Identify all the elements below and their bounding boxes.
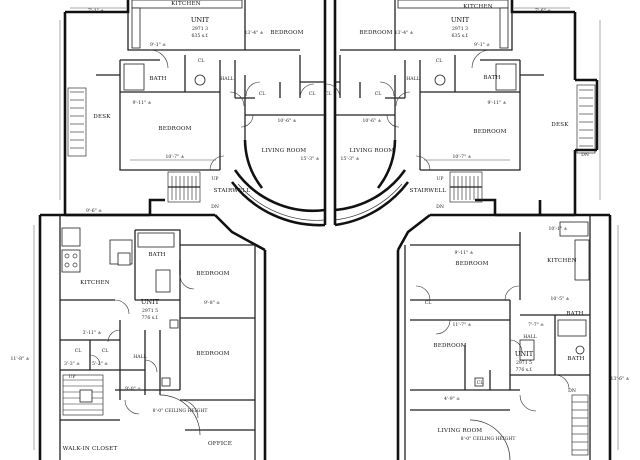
- closet-label: CL: [102, 348, 109, 354]
- room-label: LIVING ROOM: [438, 428, 483, 434]
- room-label: BEDROOM: [473, 129, 506, 135]
- room-label: STAIRWELL: [410, 188, 447, 194]
- closet-label: CL: [259, 91, 266, 97]
- unit-sqft: 635 s.f.: [191, 33, 209, 39]
- dimension: 10'-7" ±: [452, 154, 471, 160]
- closet-label: CL: [325, 91, 332, 97]
- dimension: 9'-11" ±: [132, 100, 151, 106]
- dimension: 10'-6" ±: [277, 118, 296, 124]
- dimension: 13'-4" ±: [244, 30, 263, 36]
- closet-label: CL: [477, 380, 484, 386]
- room-label: BATH: [567, 356, 584, 362]
- ceiling-note: 8'-0" CEILING HEIGHT: [461, 436, 517, 442]
- unit-number: 2971 5: [516, 360, 532, 366]
- dimension: 5'-2" ±: [92, 361, 108, 367]
- unit-top-right: [325, 0, 601, 217]
- room-label: LIVING ROOM: [262, 148, 307, 154]
- dimension: 9'-6" ±: [86, 208, 102, 214]
- stair-down-label: DN: [568, 388, 576, 394]
- room-label: BATH: [483, 75, 500, 81]
- room-label: BEDROOM: [455, 261, 488, 267]
- dimension: 10'-5" ±: [550, 296, 569, 302]
- dimension: 9'-11" ±: [454, 250, 473, 256]
- room-label: HALL: [406, 76, 419, 82]
- room-label: BEDROOM: [270, 30, 303, 36]
- stair-up-label: UP: [212, 176, 219, 182]
- unit-number: 2971 3: [192, 26, 208, 32]
- dimension: 10'-1" ±: [548, 226, 567, 232]
- room-label: HALL: [133, 354, 146, 360]
- dimension-labels: 7'-1" ± 7'-6" ± 9'-1" ± 9'-1" ± 9'-11" ±…: [10, 8, 629, 402]
- dimension: 9'-8" ±: [204, 300, 220, 306]
- room-label: BATH: [149, 76, 166, 82]
- dimension: 9'-0" ±: [125, 386, 141, 392]
- unit-name: UNIT: [451, 16, 470, 24]
- dimension: 9'-11" ±: [487, 100, 506, 106]
- dimension: 3'-3" ±: [64, 361, 80, 367]
- unit-name: UNIT: [191, 16, 210, 24]
- unit-sqft: 776 s.f.: [515, 367, 533, 373]
- room-label: KITCHEN: [547, 258, 577, 264]
- dimension: 4'-9" ±: [444, 396, 460, 402]
- room-label: BATH: [566, 311, 583, 317]
- stair-down-label: DN: [581, 152, 589, 158]
- room-label: BEDROOM: [359, 30, 392, 36]
- closet-label: CL: [375, 91, 382, 97]
- unit-top-left: [59, 0, 327, 217]
- closet-label: CL: [198, 58, 205, 64]
- dimension: 11'-7" ±: [452, 322, 471, 328]
- room-label: BEDROOM: [196, 351, 229, 357]
- central-rotunda: [230, 139, 410, 227]
- unit-bottom-right: [396, 200, 619, 460]
- dimension: 11'-8" ±: [10, 356, 29, 362]
- stair-down-label: DN: [211, 204, 219, 210]
- dimension: 10'-6" ±: [362, 118, 381, 124]
- stair-up-label: UP: [69, 374, 76, 380]
- dimension: 15'-3" ±: [340, 156, 359, 162]
- room-label: KITCHEN: [80, 280, 110, 286]
- stair-up-label: UP: [437, 176, 444, 182]
- dimension: 3'-11" ±: [82, 330, 101, 336]
- room-label: HALL: [220, 76, 233, 82]
- room-label: BEDROOM: [433, 343, 466, 349]
- unit-sqft: 635 s.f.: [451, 33, 469, 39]
- room-label: BEDROOM: [158, 126, 191, 132]
- room-label: BATH: [148, 252, 165, 258]
- dimension: 10'-7" ±: [165, 154, 184, 160]
- room-label: OFFICE: [208, 441, 232, 447]
- room-label: KITCHEN: [463, 4, 493, 10]
- unit-name: UNIT: [515, 350, 534, 358]
- room-label: LIVING ROOM: [350, 148, 395, 154]
- room-label: STAIRWELL: [214, 188, 251, 194]
- dimension: 13'-4" ±: [394, 30, 413, 36]
- room-label: WALK-IN CLOSET: [63, 446, 118, 452]
- unit-number: 2971 5: [142, 308, 158, 314]
- room-label: BEDROOM: [196, 271, 229, 277]
- unit-bottom-left: [33, 213, 267, 460]
- dimension: 7'-6" ±: [535, 8, 551, 14]
- unit-sqft: 776 s.f.: [141, 315, 159, 321]
- dimension: 7'-1" ±: [88, 8, 104, 14]
- dimension: 9'-1" ±: [150, 42, 166, 48]
- room-label: KITCHEN: [171, 1, 201, 7]
- stair-down-label: DN: [436, 204, 444, 210]
- dimension: 9'-1" ±: [474, 42, 490, 48]
- dimension: 7'-7" ±: [528, 322, 544, 328]
- closet-label: CL: [436, 58, 443, 64]
- closet-label: CL: [425, 300, 432, 306]
- ceiling-note: 8'-0" CEILING HEIGHT: [153, 408, 209, 414]
- unit-labels: UNIT 2971 3 635 s.f. UNIT 2971 3 635 s.f…: [141, 16, 534, 373]
- unit-name: UNIT: [141, 298, 160, 306]
- dimension: 13'-6" ±: [610, 376, 629, 382]
- unit-number: 2971 3: [452, 26, 468, 32]
- room-labels: KITCHEN BEDROOM BATH BEDROOM DESK LIVING…: [63, 1, 585, 452]
- dimension: 15'-3" ±: [300, 156, 319, 162]
- room-label: DESK: [551, 122, 569, 128]
- closet-label: CL: [75, 348, 82, 354]
- closet-label: CL: [309, 91, 316, 97]
- room-label: DESK: [93, 114, 111, 120]
- room-label: HALL: [523, 334, 536, 340]
- closet-markers: CL CL CL CL CL CL CL CL CL CL UP DN UP D…: [69, 58, 589, 394]
